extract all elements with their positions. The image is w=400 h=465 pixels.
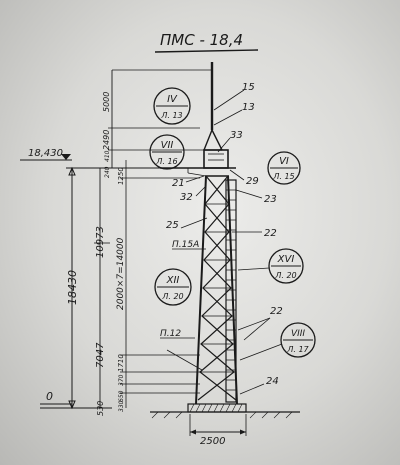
inner-dimension-chain — [108, 69, 212, 408]
callout-roman: VI — [279, 156, 289, 167]
dim-base-width: 2500 — [200, 436, 225, 447]
callout-sheet: Л. 16 — [155, 157, 177, 166]
position-15: 15 — [242, 82, 255, 93]
callout-roman: XII — [166, 275, 180, 286]
position-24: 24 — [266, 376, 279, 387]
callout-roman: VII — [161, 140, 174, 151]
dim-repeat-panels: 2000×7=14000 — [116, 237, 126, 310]
position-29: 29 — [246, 176, 259, 187]
callout-sheet: Л. 15 — [272, 172, 294, 181]
drawing-title: ПМС - 18,4 — [160, 31, 243, 49]
callout-viii: VIII Л. 17 — [239, 322, 316, 361]
elevation-mark-ground: 0 — [40, 390, 72, 405]
dim-b1: 1710 — [117, 354, 125, 372]
position-33: 33 — [230, 130, 243, 141]
callout-roman: VIII — [291, 329, 305, 339]
dim-overall-height: 18430 — [66, 270, 79, 305]
dim-cap1: 410 — [104, 150, 111, 162]
position-13: 13 — [242, 102, 255, 113]
position-15a: П.15А — [172, 240, 199, 250]
dim-cap3: 1250 — [117, 167, 125, 185]
position-22-upper: 22 — [264, 228, 277, 239]
title-underline — [154, 49, 259, 53]
position-23: 23 — [264, 194, 277, 205]
elevation-mark-top: 18,430 — [20, 148, 72, 161]
dim-b2: 370 — [118, 374, 125, 386]
callout-sheet: Л. 13 — [160, 111, 182, 120]
tower-head — [203, 149, 229, 169]
left-dimension-chain — [40, 166, 208, 410]
cable-ladder — [225, 179, 237, 403]
callout-roman: IV — [167, 94, 178, 105]
callout-xvi: XVI Л. 20 — [237, 248, 304, 284]
callout-sheet: Л. 20 — [161, 292, 183, 301]
position-p12: П.12 — [160, 329, 181, 339]
dim-b3: 650 — [118, 390, 125, 402]
position-21: 21 — [172, 178, 185, 189]
position-25: 25 — [166, 220, 179, 231]
elevation-top-label: 18,430 — [28, 148, 63, 159]
callout-sheet: Л. 20 — [274, 271, 296, 280]
position-32: 32 — [180, 192, 193, 203]
callout-sheet: Л. 17 — [286, 345, 309, 354]
callout-roman: XVI — [277, 254, 295, 265]
callout-iv: IV Л. 13 — [153, 87, 191, 125]
callout-vi: VI Л. 15 — [267, 151, 301, 185]
dim-footing: 530 — [96, 401, 105, 416]
elevation-ground-label: 0 — [46, 390, 53, 403]
tower — [150, 62, 300, 436]
dim-mast: 5000 — [102, 92, 111, 112]
callout-vii: VII Л. 16 — [149, 134, 185, 170]
dim-shaft: 10973 — [95, 226, 106, 258]
dim-base-section: 7047 — [95, 342, 106, 368]
position-22-lower: 22 — [270, 306, 283, 317]
dim-head: 2490 — [102, 130, 111, 150]
dim-cap2: 240 — [104, 166, 111, 178]
dim-b4: 330 — [118, 400, 125, 412]
leader-lines — [160, 89, 271, 395]
callout-xii: XII Л. 20 — [154, 268, 192, 306]
